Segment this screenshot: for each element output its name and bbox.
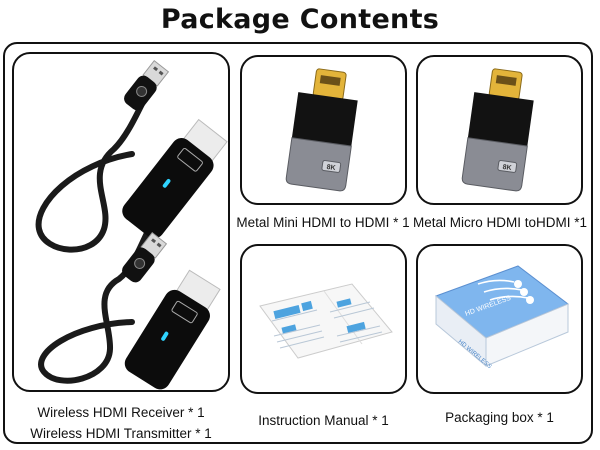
caption-manual: Instruction Manual * 1 bbox=[258, 413, 389, 428]
wireless-hdmi-dongles-image bbox=[35, 59, 228, 390]
manual-image bbox=[259, 283, 393, 359]
adapter-8k-label: 8K bbox=[502, 164, 512, 172]
caption-packaging-box: Packaging box * 1 bbox=[445, 410, 554, 425]
caption-mini-hdmi: Metal Mini HDMI to HDMI * 1 bbox=[236, 215, 410, 230]
caption-micro-hdmi: Metal Micro HDMI toHDMI *1 bbox=[412, 215, 588, 230]
caption-transmitter: Wireless HDMI Transmitter * 1 bbox=[30, 426, 212, 441]
card-wireless-hdmi bbox=[12, 52, 230, 392]
card-mini-hdmi: 8K bbox=[240, 55, 407, 205]
indicator-light bbox=[162, 178, 171, 188]
mini-hdmi-adapter-image: 8K bbox=[285, 68, 358, 192]
card-micro-hdmi: 8K bbox=[416, 55, 583, 205]
micro-hdmi-adapter-image: 8K bbox=[461, 68, 534, 192]
page-title: Package Contents bbox=[160, 4, 440, 35]
caption-receiver: Wireless HDMI Receiver * 1 bbox=[37, 405, 205, 420]
card-manual bbox=[240, 244, 407, 394]
caption-wireless-hdmi: Wireless HDMI Receiver * 1 Wireless HDMI… bbox=[12, 402, 230, 444]
adapter-8k-label: 8K bbox=[326, 164, 336, 172]
package-frame bbox=[3, 42, 593, 444]
card-packaging-box: HD WIRELESS HD WIRELESS bbox=[416, 244, 583, 394]
packaging-box-image: HD WIRELESS HD WIRELESS bbox=[435, 265, 569, 370]
